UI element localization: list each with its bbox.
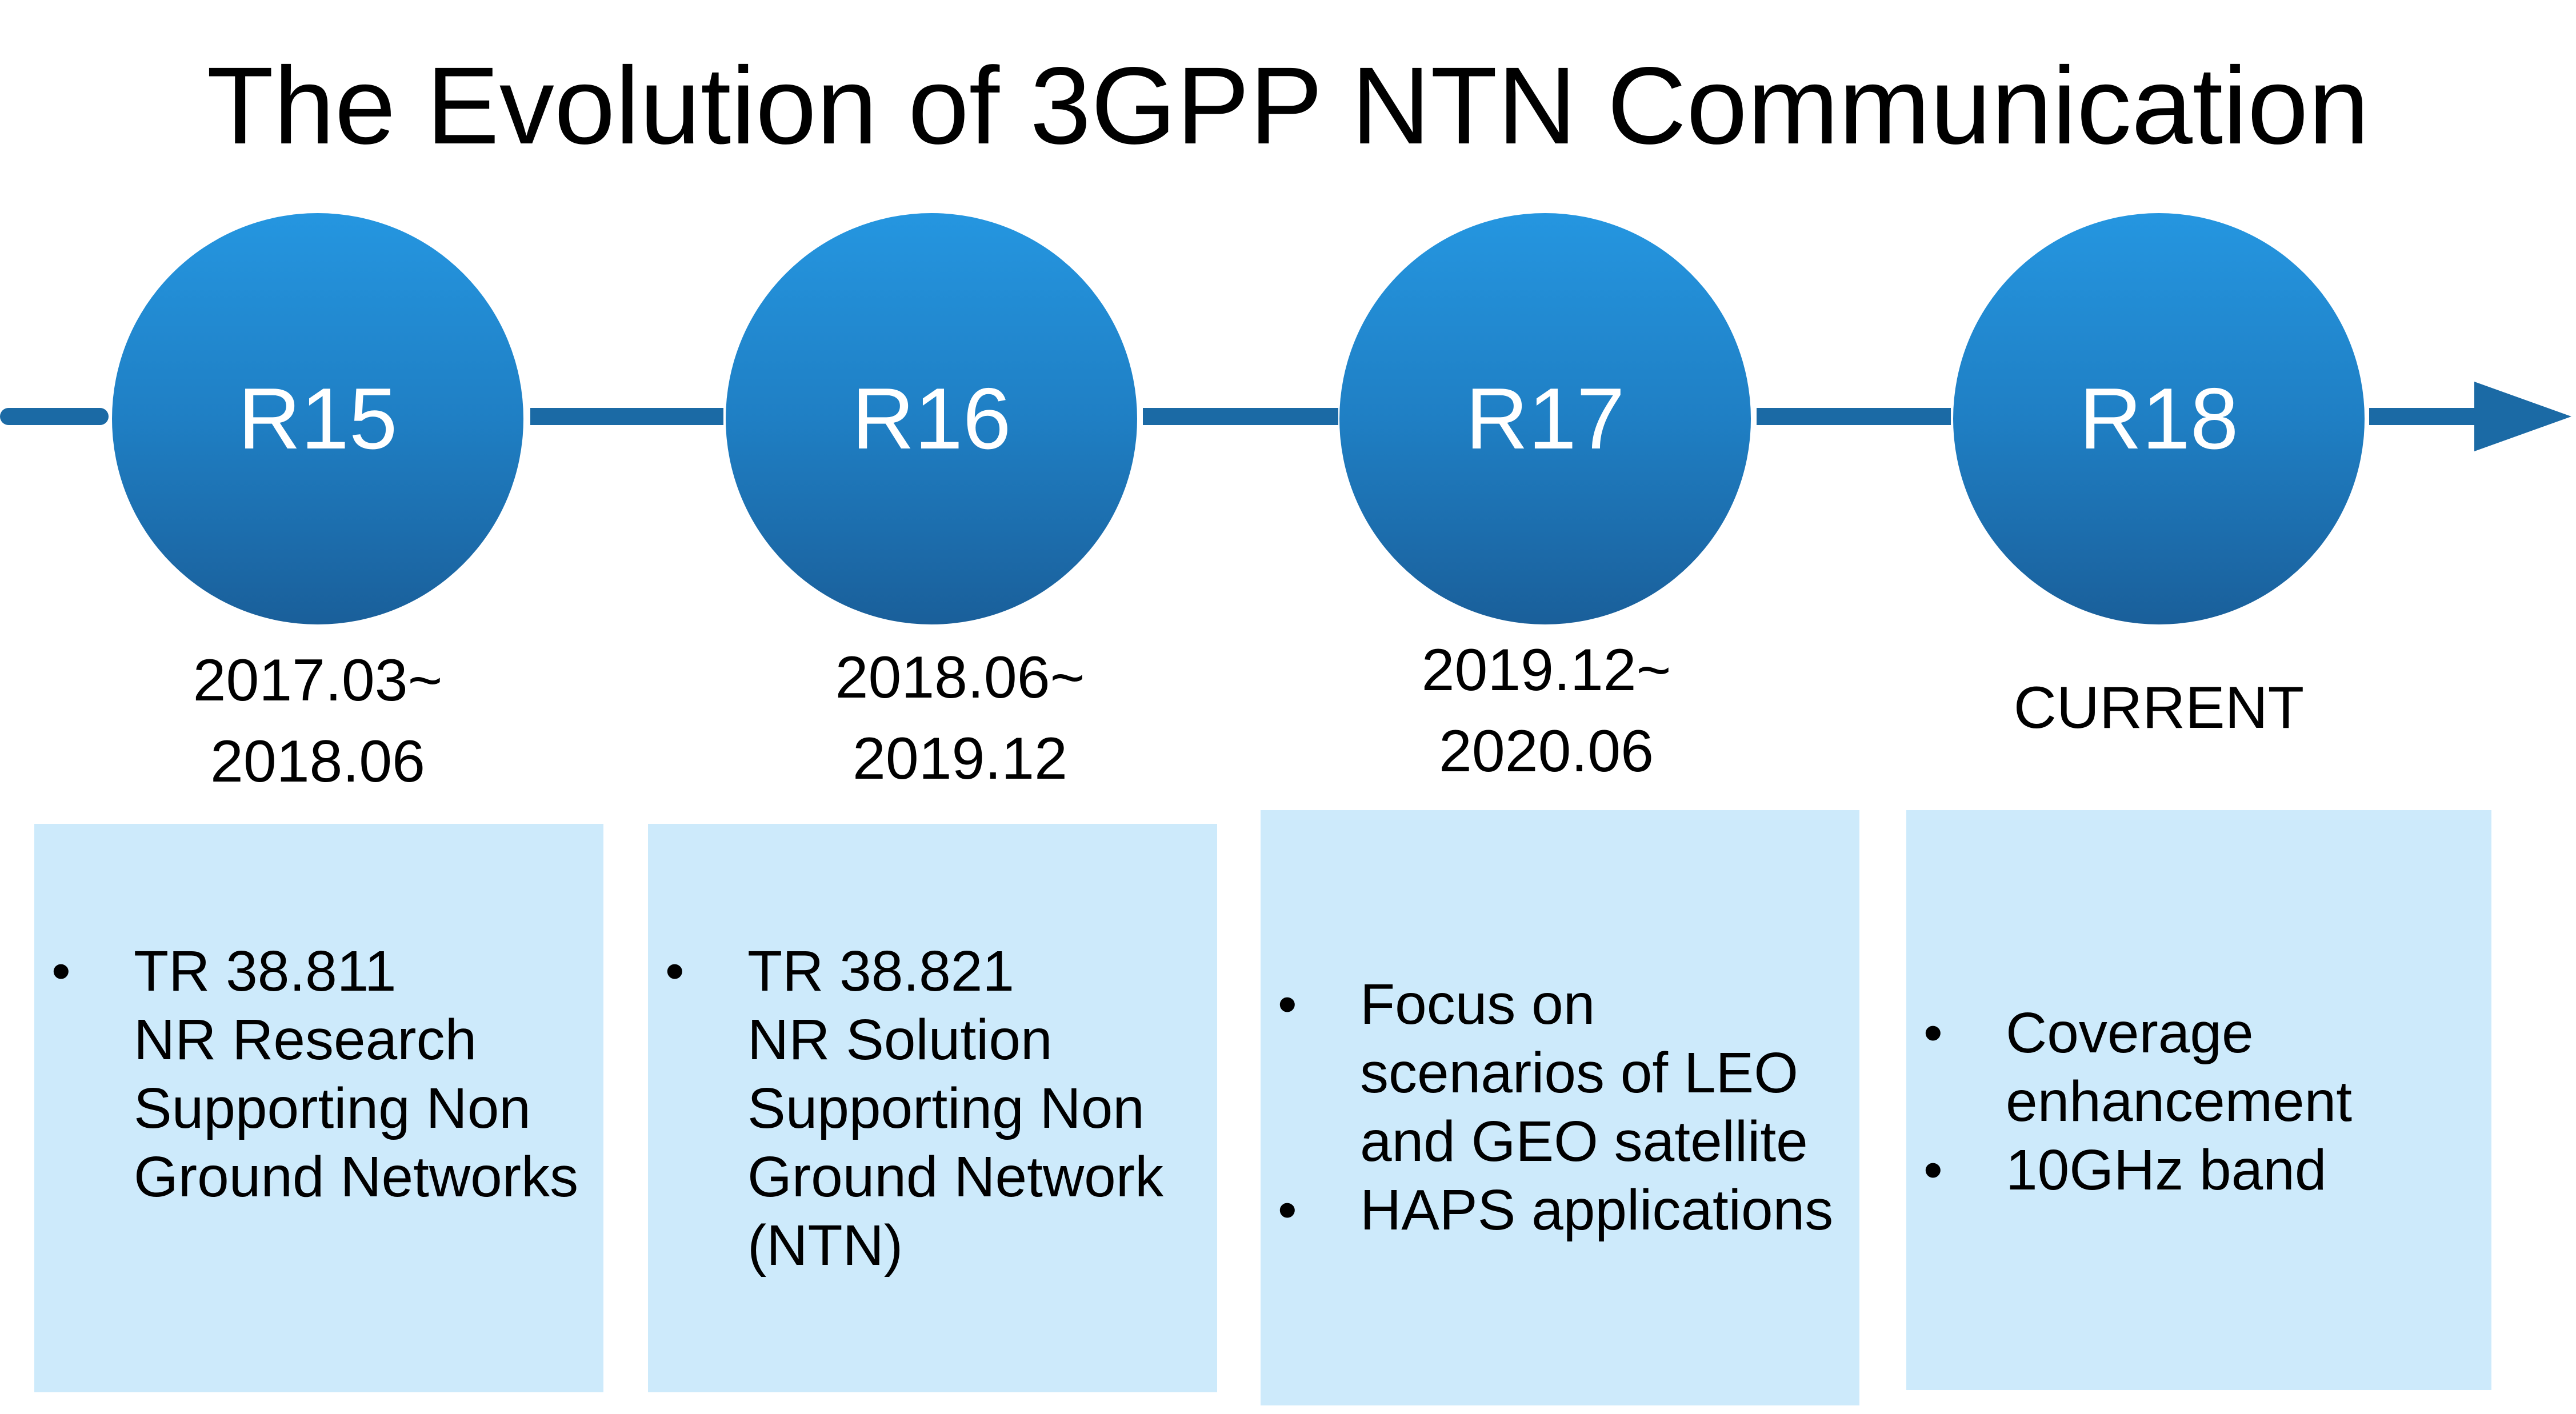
bullet-line: enhancement (2006, 1069, 2353, 1133)
release-date-r15: 2017.03~ 2018.06 (32, 640, 603, 802)
bullet-item: 10GHz band (1906, 1136, 2491, 1204)
bullet-line: Ground Networks (134, 1145, 579, 1209)
release-box-r16: TR 38.821 NR Solution Supporting Non Gro… (648, 824, 1217, 1392)
bullet-line: NR Research (134, 1008, 477, 1072)
bullet-line: NR Solution (747, 1008, 1053, 1072)
bullet-line: Ground Network (747, 1145, 1164, 1209)
date-line: CURRENT (2013, 675, 2305, 741)
page-title: The Evolution of 3GPP NTN Communication (206, 44, 2370, 167)
date-line: 2018.06~ (835, 644, 1085, 711)
release-date-r17: 2019.12~ 2020.06 (1261, 630, 1832, 792)
release-date-r16: 2018.06~ 2019.12 (674, 637, 1246, 799)
release-circle-r17: R17 (1339, 213, 1751, 624)
bullet-line: scenarios of LEO (1360, 1041, 1799, 1105)
bullet-item: Focus on scenarios of LEO and GEO satell… (1261, 970, 1859, 1176)
bullet-line: Supporting Non (747, 1076, 1145, 1140)
release-label: R18 (2079, 370, 2239, 467)
bullet-line: Supporting Non (134, 1076, 531, 1140)
bullet-line: TR 38.811 (134, 939, 397, 1003)
bullet-item: TR 38.811 NR Research Supporting Non Gro… (34, 937, 603, 1211)
release-label: R15 (238, 370, 398, 467)
release-circle-r15: R15 (112, 213, 523, 624)
date-line: 2019.12 (853, 726, 1067, 792)
bullet-item: TR 38.821 NR Solution Supporting Non Gro… (648, 937, 1217, 1280)
bullet-item: HAPS applications (1261, 1176, 1859, 1244)
timeline-segment (2369, 408, 2478, 425)
bullet-line: Focus on (1360, 972, 1595, 1036)
timeline-segment (530, 408, 723, 425)
date-line: 2018.06 (210, 728, 425, 795)
release-label: R16 (851, 370, 1011, 467)
date-line: 2017.03~ (193, 647, 443, 714)
timeline-segment (1757, 408, 1951, 425)
timeline-segment (0, 408, 109, 425)
bullet-line: HAPS applications (1360, 1178, 1834, 1242)
release-box-r18: Coverage enhancement 10GHz band (1906, 810, 2491, 1390)
arrow-right-icon (2474, 382, 2571, 451)
date-line: 2020.06 (1439, 718, 1654, 784)
release-box-r17: Focus on scenarios of LEO and GEO satell… (1261, 810, 1859, 1405)
release-box-r15: TR 38.811 NR Research Supporting Non Gro… (34, 824, 603, 1392)
bullet-item: Coverage enhancement (1906, 999, 2491, 1136)
release-date-r18: CURRENT (1873, 667, 2445, 748)
bullet-line: Coverage (2006, 1001, 2254, 1065)
bullet-line: and GEO satellite (1360, 1109, 1808, 1173)
bullet-line: TR 38.821 (747, 939, 1014, 1003)
bullet-line: (NTN) (747, 1213, 903, 1277)
date-line: 2019.12~ (1421, 637, 1671, 703)
bullet-line: 10GHz band (2006, 1138, 2327, 1202)
release-label: R17 (1465, 370, 1625, 467)
release-circle-r18: R18 (1953, 213, 2365, 624)
timeline-segment (1143, 408, 1338, 425)
release-circle-r16: R16 (726, 213, 1137, 624)
